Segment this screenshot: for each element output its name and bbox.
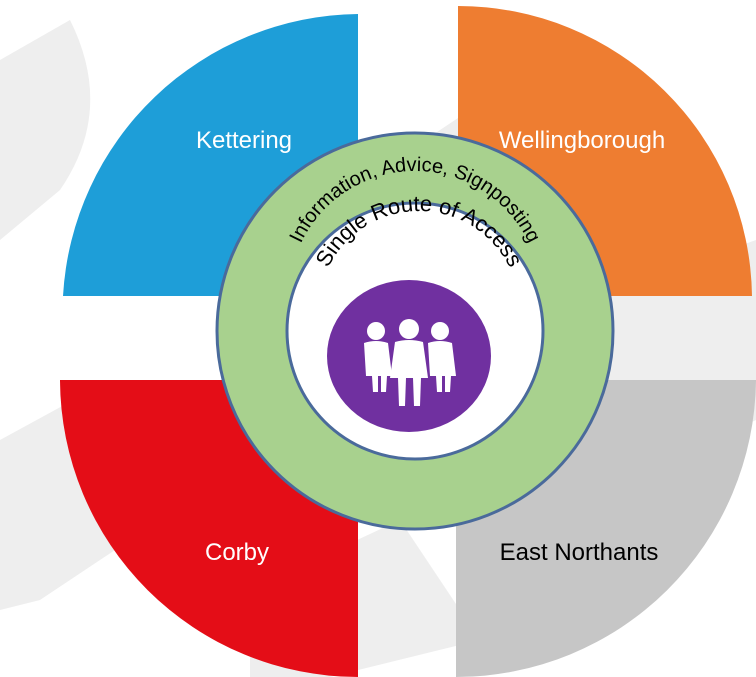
kettering-label: Kettering	[196, 127, 292, 154]
wellingborough-label: Wellingborough	[499, 127, 665, 154]
people-group-icon	[327, 280, 491, 432]
east-northants-label: East Northants	[500, 539, 659, 566]
corby-label: Corby	[205, 539, 269, 566]
